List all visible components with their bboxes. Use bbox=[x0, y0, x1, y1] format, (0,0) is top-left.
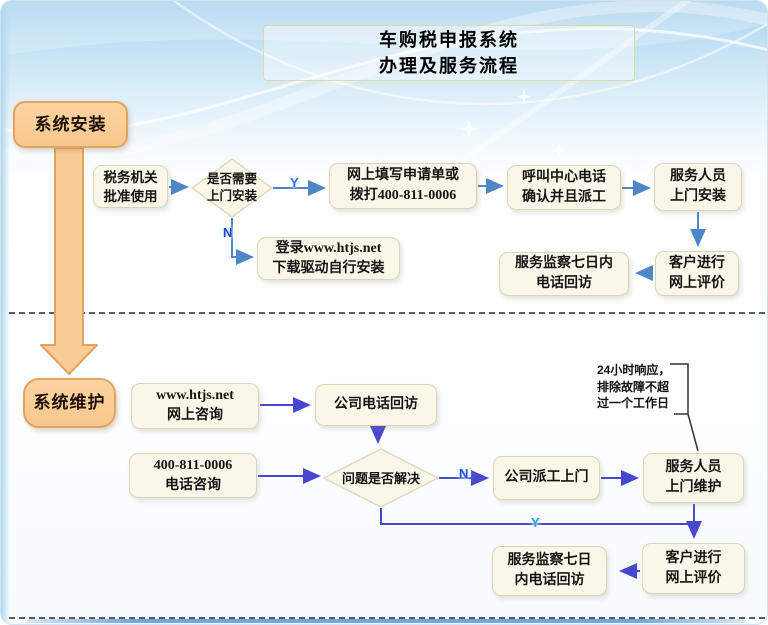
node-service-supervision-callback-top: 服务监察七日内 电话回访 bbox=[499, 252, 629, 296]
page-title: 车购税申报系统 办理及服务流程 bbox=[263, 25, 635, 81]
node-text: 服务人员 bbox=[665, 460, 722, 475]
branch-label-no-install: N bbox=[223, 225, 233, 240]
node-online-application: 网上填写申请单或 拨打400-811-0006 bbox=[329, 163, 477, 209]
node-company-phone-callback: 公司电话回访 bbox=[315, 384, 437, 426]
node-text: 公司派工上门 bbox=[504, 470, 589, 485]
node-tax-authority-approval: 税务机关 批准使用 bbox=[93, 165, 168, 208]
maintain-flow-connectors bbox=[258, 397, 702, 579]
node-onsite-installation: 服务人员 上门安装 bbox=[654, 163, 742, 211]
section-label-system-maintain: 系统维护 bbox=[23, 378, 116, 428]
left-edge-strip bbox=[1, 1, 10, 624]
node-text: 网上咨询 bbox=[167, 408, 223, 423]
node-text: www.htjs.net bbox=[156, 388, 234, 403]
section-divider-bottom bbox=[9, 617, 765, 619]
node-text: 服务人员 bbox=[670, 169, 726, 184]
branch-label-yes-install: Y bbox=[290, 175, 299, 190]
node-customer-online-review-bottom: 客户进行 网上评价 bbox=[642, 543, 745, 594]
node-service-supervision-callback-bottom: 服务监察七日 内电话回访 bbox=[492, 546, 607, 596]
node-text: 确认并且派工 bbox=[522, 189, 606, 205]
node-text: 服务监察七日 bbox=[507, 553, 592, 568]
page-title-line2: 办理及服务流程 bbox=[379, 56, 519, 76]
node-text: 网上评价 bbox=[669, 275, 725, 291]
decision-need-onsite-install: 是否需要 上门安装 bbox=[197, 170, 267, 206]
node-text: 拨打400-811-0006 bbox=[349, 188, 457, 203]
node-text: 400-811-0006 bbox=[153, 457, 233, 473]
branch-label-no-maintain: N bbox=[459, 466, 469, 481]
node-web-consultation: www.htjs.net 网上咨询 bbox=[131, 383, 259, 429]
node-text: 上门维护 bbox=[665, 480, 722, 495]
bottom-edge-strip bbox=[27, 619, 745, 623]
node-text: 电话回访 bbox=[536, 276, 592, 291]
decision-text: 问题是否解决 bbox=[341, 470, 420, 486]
node-onsite-maintenance: 服务人员 上门维护 bbox=[643, 453, 744, 503]
node-text: 内电话回访 bbox=[514, 573, 585, 588]
annotation-24h-response: 24小时响应， 排除故障不超 过一个工作日 bbox=[597, 362, 689, 412]
node-text: 税务机关 bbox=[103, 169, 158, 185]
page-title-line1: 车购税申报系统 bbox=[379, 30, 519, 50]
node-company-dispatch-onsite: 公司派工上门 bbox=[493, 456, 600, 500]
section-label-system-install: 系统安装 bbox=[13, 101, 128, 148]
node-text: 网上填写申请单或 bbox=[347, 168, 459, 183]
node-call-center-dispatch: 呼叫中心电话 确认并且派工 bbox=[507, 165, 621, 210]
section-label-text: 系统安装 bbox=[34, 114, 107, 134]
annotation-line: 排除故障不超 bbox=[597, 379, 670, 394]
node-text: 上门安装 bbox=[670, 189, 726, 204]
branch-label-yes-maintain: Y bbox=[531, 515, 540, 530]
node-text: 登录www.htjs.net bbox=[275, 240, 382, 256]
big-orange-arrow bbox=[40, 147, 98, 375]
node-text: 公司电话回访 bbox=[334, 397, 418, 412]
node-text: 下载驱动自行安装 bbox=[272, 260, 385, 276]
decision-text: 是否需要 bbox=[206, 172, 257, 186]
node-text: 电话咨询 bbox=[165, 477, 221, 493]
decision-text: 上门安装 bbox=[206, 189, 257, 203]
decision-problem-solved: 问题是否解决 bbox=[331, 467, 431, 489]
node-text: 客户进行 bbox=[669, 255, 725, 271]
node-customer-online-review-top: 客户进行 网上评价 bbox=[655, 251, 739, 296]
node-text: 批准使用 bbox=[103, 188, 158, 204]
node-self-install-download: 登录www.htjs.net 下载驱动自行安装 bbox=[257, 237, 400, 280]
node-text: 服务监察七日内 bbox=[515, 256, 613, 271]
node-text: 呼叫中心电话 bbox=[522, 169, 606, 185]
node-text: 客户进行 bbox=[665, 550, 722, 566]
node-text: 网上评价 bbox=[665, 570, 722, 586]
node-phone-consultation: 400-811-0006 电话咨询 bbox=[129, 453, 257, 498]
section-divider-top bbox=[9, 312, 765, 314]
annotation-line: 24小时响应， bbox=[597, 363, 671, 377]
section-label-text: 系统维护 bbox=[33, 393, 106, 412]
annotation-line: 过一个工作日 bbox=[597, 396, 670, 410]
